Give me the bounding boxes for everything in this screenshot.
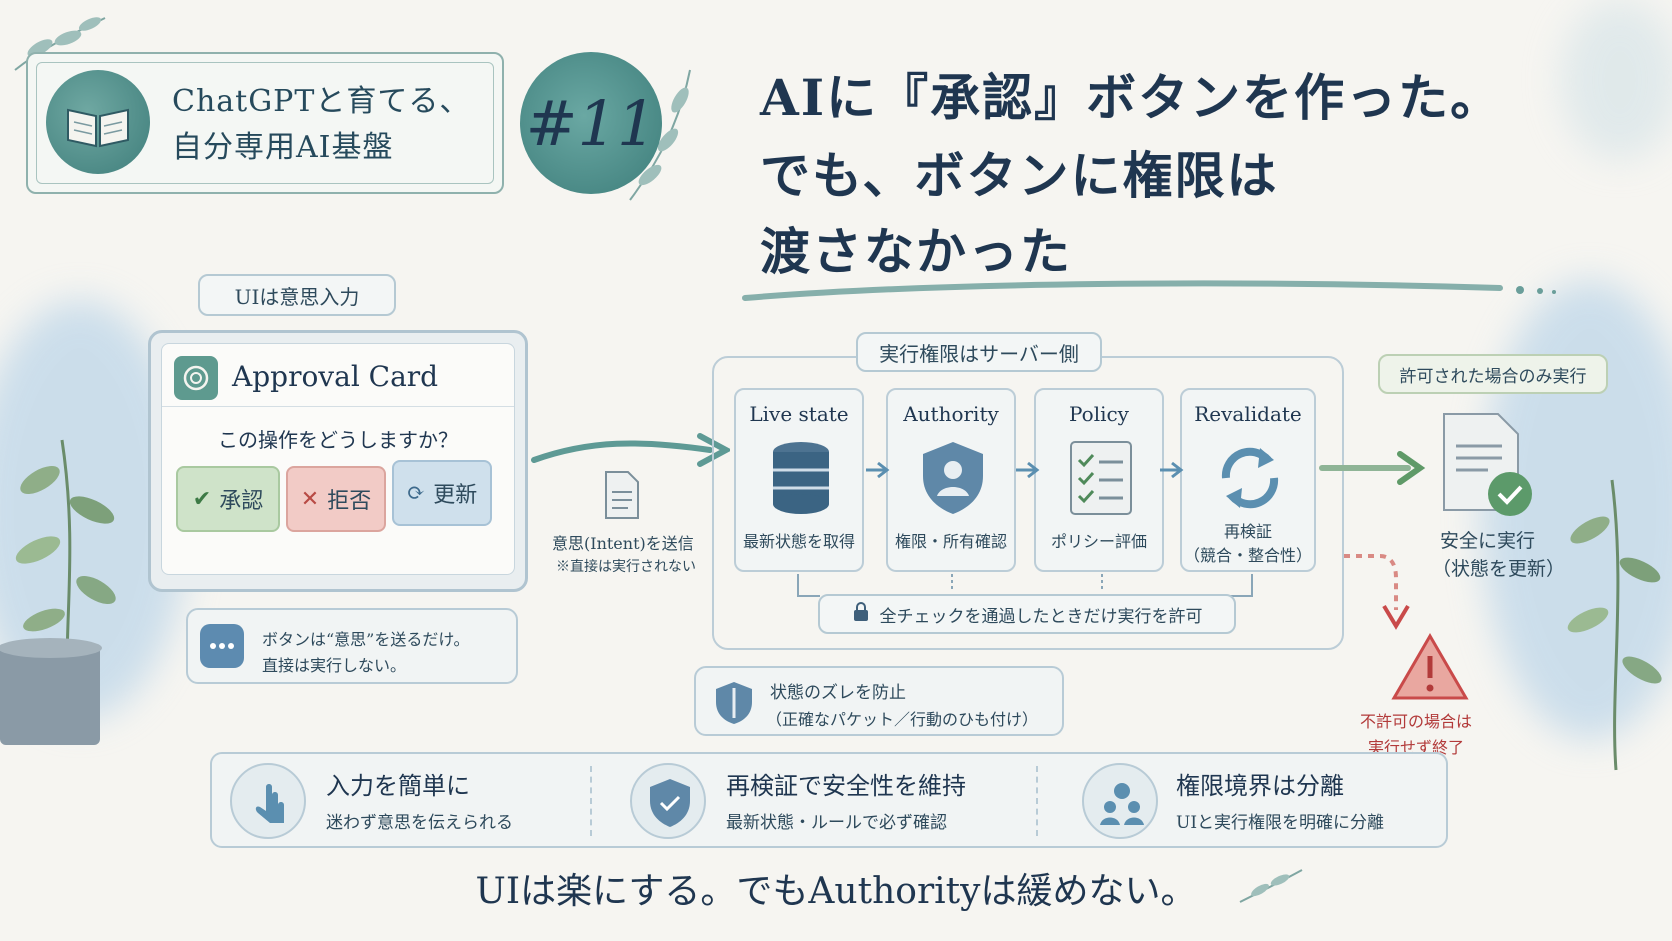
step-label: ポリシー評価 [1050,532,1147,551]
episode-badge: #11 [520,52,662,194]
warning-icon [1391,633,1469,700]
document-check-icon [1443,413,1532,516]
gate-text: 全チェックを通過したときだけ実行を許可 [879,606,1203,627]
step-label-sub: （競合・整合性） [1183,546,1312,565]
feature-title: 入力を簡単に [326,772,470,800]
arrow-right-icon [1016,461,1040,479]
series-title-line2: 自分専用AI基盤 [172,130,394,165]
leaf-sprig-badge-icon [629,69,691,201]
step-title: Live state [749,402,849,426]
feature-title: 権限境界は分離 [1176,772,1344,800]
gate-pill: 全チェックを通過したときだけ実行を許可 [818,594,1236,634]
plant-right-icon [1567,479,1662,771]
intent-arrow [531,433,730,467]
document-icon [605,471,639,519]
approval-card-title: Approval Card [232,360,439,393]
potted-plant-icon [0,439,116,745]
step-label: 再検証 [1223,522,1272,541]
features-bar: 入力を簡単に 迷わず意思を伝えられる 再検証で安全性を維持 最新状態・ルールで必… [210,752,1448,848]
intent-line2: ※直接は実行されない [556,559,696,575]
drift-line1: 状態のズレを防止 [770,683,906,703]
refresh-label: 更新 [433,483,478,508]
execute-arrow [1319,451,1426,485]
watercolor-top-right [1560,0,1672,160]
title-line2: でも、ボタンに権限は [760,146,1279,205]
shield-icon [716,682,752,724]
drift-line2: （正確なパケット／行動のひも付け） [766,710,1039,729]
ok-line2: （状態を更新） [1432,558,1566,580]
close-icon: ✕ [300,486,320,512]
shield-user-icon [923,442,983,514]
refresh-button[interactable]: ⟳ 更新 [392,460,492,526]
step-label: 最新状態を取得 [742,532,855,551]
step-revalidate: Revalidate 再検証 （競合・整合性） [1180,388,1316,572]
approve-button[interactable]: ✔ 承認 [176,466,280,532]
users-icon [1082,763,1158,839]
ui-intent-pill: UIは意思入力 [198,274,396,316]
step-authority: Authority 権限・所有確認 [886,388,1016,572]
feature-sub: 迷わず意思を伝えられる [326,813,513,833]
reject-label: 拒否 [327,489,372,514]
step-title: Authority [903,402,999,426]
ok-line1: 安全に実行 [1440,530,1536,552]
tap-hand-icon [230,763,306,839]
step-title: Revalidate [1194,402,1302,426]
feature-sub: 最新状態・ルールで必ず確認 [726,813,947,833]
title-line3: 渡さなかった [760,222,1072,281]
ui-note-line1: ボタンは“意思”を送るだけ。 [262,630,470,649]
server-pill: 実行権限はサーバー側 [856,332,1102,372]
ng-line1: 不許可の場合は [1360,712,1473,731]
refresh-icon: ⟳ [406,480,426,506]
gate-connectors [797,574,1253,597]
brush-underline [742,280,1556,301]
arrow-right-icon [866,461,890,479]
sync-icon [1221,447,1279,509]
shield-check-icon [630,763,706,839]
step-title: Policy [1069,402,1129,426]
lock-icon [852,601,870,627]
intent-line1: 意思(Intent)を送信 [552,534,694,553]
footer-tagline: UIは楽にする。でもAuthorityは緩めない。 [475,871,1197,912]
book-icon [46,70,150,174]
chatgpt-logo-icon [174,356,218,400]
approve-label: 承認 [219,489,264,514]
denied-arrow [1344,554,1410,630]
check-icon: ✔ [192,486,212,512]
title-line1: AIに『承認』ボタンを作った。 [760,68,1503,127]
series-title-line1: ChatGPTと育てる、 [172,84,471,119]
allowed-pill: 許可された場合のみ実行 [1378,354,1608,394]
leaf-sprig-icon [1239,869,1303,903]
feature-title: 再検証で安全性を維持 [726,772,966,800]
step-policy: Policy ポリシー評価 [1034,388,1164,572]
checklist-icon [1070,441,1132,515]
step-label: 権限・所有確認 [894,532,1007,551]
approval-question: この操作をどうしますか？ [218,428,458,452]
database-icon [773,442,829,514]
feature-sub: UIと実行権限を明確に分離 [1176,813,1385,833]
ui-note: ボタンは“意思”を送るだけ。 直接は実行しない。 [186,608,518,684]
arrow-right-icon [1160,461,1184,479]
chat-bubble-icon [200,624,244,668]
step-live-state: Live state 最新状態を取得 [734,388,864,572]
approval-card: Approval Card この操作をどうしますか？ ✔ 承認 ✕ 拒否 ⟳ 更… [148,330,528,592]
drift-note: 状態のズレを防止 （正確なパケット／行動のひも付け） [694,666,1064,736]
reject-button[interactable]: ✕ 拒否 [286,466,386,532]
ui-note-line2: 直接は実行しない。 [262,656,407,675]
